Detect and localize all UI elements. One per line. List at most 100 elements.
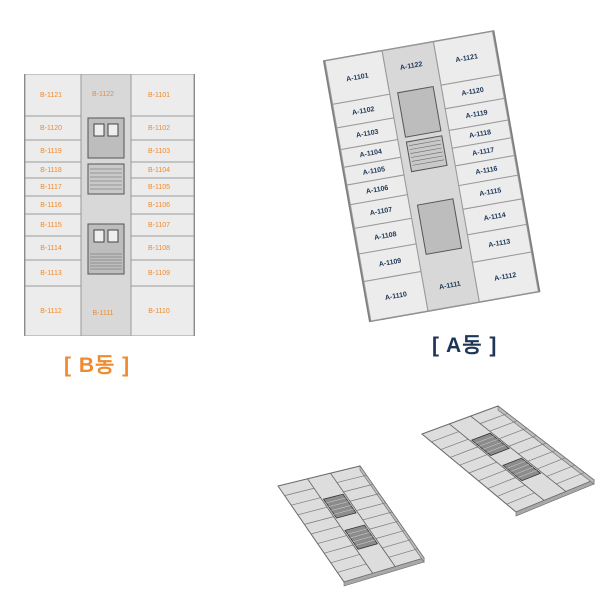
a-room-label-right: A-1119 xyxy=(465,109,488,120)
a-room-label-left: A-1106 xyxy=(366,185,390,196)
iso-left-partition xyxy=(330,554,360,564)
iso-right-core xyxy=(470,432,510,456)
iso-right-core xyxy=(502,457,542,482)
b-room-label-right: B-1109 xyxy=(148,270,170,277)
iso-right-partition xyxy=(450,446,478,458)
iso-right-partition xyxy=(556,472,585,485)
iso-right-core-detail xyxy=(479,439,498,447)
a-room-label-left: A-1102 xyxy=(352,106,376,117)
b-room-label-right: B-1108 xyxy=(148,245,170,252)
iso-left-partition xyxy=(297,506,328,516)
a-room-label-right: A-1115 xyxy=(479,187,502,198)
iso-left-core-detail xyxy=(355,539,375,546)
b-room-label-left: B-1121 xyxy=(40,92,62,99)
iso-right-partition xyxy=(527,450,556,462)
iso-left-core-detail xyxy=(328,501,349,507)
a-room-label-top-center: A-1122 xyxy=(400,61,424,72)
iso-right-partition xyxy=(431,431,459,443)
a-room-label-left: A-1107 xyxy=(369,206,393,217)
b-corridor xyxy=(80,74,132,336)
iso-right-partition xyxy=(497,484,526,497)
iso-left-core-detail xyxy=(326,497,346,504)
iso-left-core-detail xyxy=(352,536,373,542)
a-stair-line xyxy=(410,147,442,154)
b-room-label-left: B-1119 xyxy=(40,148,62,155)
iso-right-partition xyxy=(508,435,537,447)
b-elevator xyxy=(107,229,119,243)
a-room-label-right: A-1118 xyxy=(469,129,492,140)
b-room-left xyxy=(24,115,82,141)
b-elevator xyxy=(93,123,105,137)
a-room-label-right: A-1120 xyxy=(461,87,485,98)
iso-left-partition xyxy=(284,487,315,496)
a-room-label-right: A-1113 xyxy=(488,238,511,249)
b-room-label-left: B-1116 xyxy=(40,202,62,209)
iso-right-slab xyxy=(421,405,595,513)
a-room-label-right: A-1114 xyxy=(483,212,506,223)
b-core-middle xyxy=(87,163,125,195)
iso-left-core xyxy=(322,493,357,519)
b-room-right xyxy=(130,259,195,287)
a-room-label-bottom-center: A-1111 xyxy=(439,281,462,292)
iso-right-slab-side xyxy=(497,405,595,485)
iso-left-partition xyxy=(375,530,405,539)
a-building-plan: A-1101A-1121A-1102A-1120A-1103A-1119A-11… xyxy=(322,30,541,323)
b-core-upper xyxy=(87,117,125,159)
iso-left-slab-side xyxy=(359,465,425,563)
a-room-label-left: A-1108 xyxy=(374,231,398,242)
iso-left-partition xyxy=(343,484,373,493)
iso-left-partition xyxy=(369,520,399,530)
b-room-label-right: B-1106 xyxy=(148,202,170,209)
iso-left-partition xyxy=(310,525,341,535)
iso-left-core xyxy=(344,524,379,550)
b-room-label-right: B-1101 xyxy=(148,92,170,99)
b-room-right xyxy=(130,285,195,336)
isometric-view-right xyxy=(421,405,595,517)
iso-left-core-detail xyxy=(331,505,351,511)
b-room-label-left: B-1117 xyxy=(40,184,62,191)
a-room-label-right: A-1117 xyxy=(472,147,495,158)
iso-left-partition xyxy=(349,493,380,502)
b-room-left xyxy=(24,235,82,261)
b-room-label-bottom-center: B-1111 xyxy=(92,310,113,317)
a-room-label-left: A-1101 xyxy=(346,73,370,84)
iso-right-core-detail xyxy=(518,470,537,478)
b-elevator xyxy=(107,123,119,137)
iso-left-partition xyxy=(324,544,354,554)
iso-right-partition xyxy=(440,438,469,450)
b-room-label-left: B-1112 xyxy=(40,308,62,315)
iso-right-partition xyxy=(480,413,508,424)
iso-right-partition xyxy=(537,457,566,470)
iso-right-core-detail xyxy=(510,463,530,472)
iso-right-partition xyxy=(468,461,497,474)
a-room-label-left: A-1109 xyxy=(378,258,402,269)
iso-right-core-detail xyxy=(514,467,534,475)
iso-left-core-detail xyxy=(350,532,370,539)
iso-left-partition xyxy=(337,563,367,573)
iso-left-corridor-wall xyxy=(330,472,396,567)
iso-left-core-detail xyxy=(333,508,354,515)
b-room-left xyxy=(24,259,82,287)
b-building-caption: [ B동 ] xyxy=(64,354,131,377)
b-room-label-left: B-1115 xyxy=(40,222,62,229)
b-room-label-right: B-1105 xyxy=(148,184,170,191)
a-core-lower xyxy=(416,198,463,255)
b-room-left xyxy=(24,285,82,336)
iso-right-core-detail xyxy=(506,460,526,469)
iso-left-partition xyxy=(388,548,418,558)
iso-left-core-detail xyxy=(347,528,368,535)
a-building-caption: [ A동 ] xyxy=(432,334,498,357)
iso-left-corridor-wall xyxy=(307,478,374,574)
isometric-view-left xyxy=(277,465,425,587)
a-stair-line xyxy=(412,159,445,166)
iso-right-partition xyxy=(478,469,507,482)
iso-right-partition xyxy=(506,492,535,505)
a-room-label-left: A-1110 xyxy=(384,291,407,302)
b-room-left xyxy=(24,74,82,117)
iso-right-core-detail xyxy=(475,436,494,444)
a-room-label-right: A-1112 xyxy=(494,272,517,283)
iso-right-partition xyxy=(518,442,547,455)
a-room-label-left: A-1104 xyxy=(359,148,383,159)
iso-left-partition xyxy=(317,535,347,544)
